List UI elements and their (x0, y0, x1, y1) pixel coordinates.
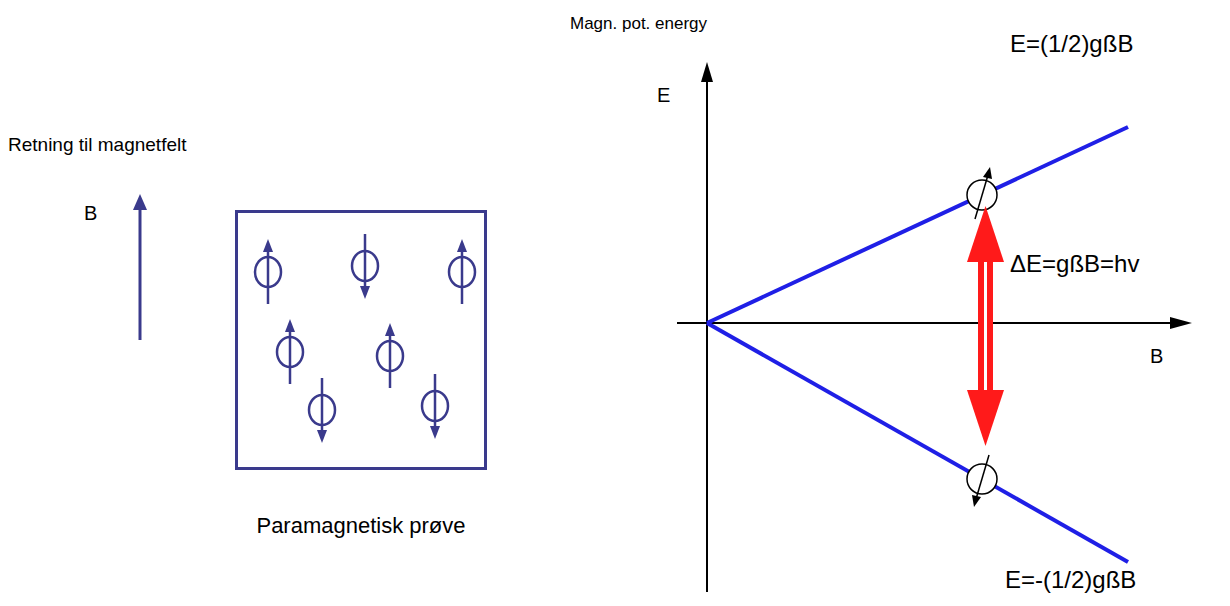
axes (677, 62, 1192, 592)
energy-levels (707, 127, 1128, 562)
energy-gap-formula: ΔE=gßB=hv (1010, 250, 1139, 278)
transition-arrow (967, 206, 1004, 446)
field-arrow (133, 194, 147, 340)
spins (255, 234, 475, 443)
level-formula: E=-(1/2)gßB (1005, 566, 1136, 594)
axis-label: B (1150, 345, 1163, 368)
level-formula: E=(1/2)gßB (1010, 30, 1133, 58)
field-symbol: B (84, 202, 97, 225)
sample-box: Paramagnetisk prøve (235, 210, 487, 470)
axis-title: Magn. pot. energy (570, 14, 707, 34)
field-direction-label: Retning til magnetfelt (8, 134, 187, 156)
sample-caption: Paramagnetisk prøve (256, 513, 465, 539)
axis-label: E (657, 84, 670, 107)
